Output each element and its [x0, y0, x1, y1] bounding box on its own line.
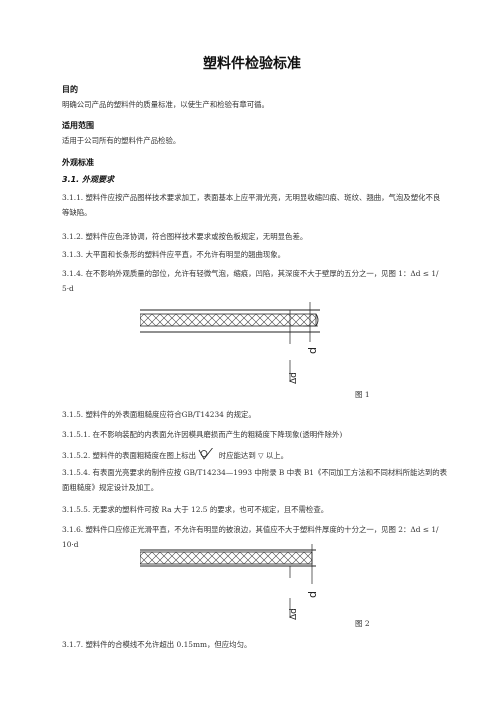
text-scope: 适用于公司所有的塑料件产品检验。: [62, 136, 181, 145]
figure-2-caption: 图 2: [355, 619, 370, 628]
heading-purpose: 目的: [62, 85, 78, 94]
clause-3-1-5-2-part-c: 以上。: [265, 451, 289, 460]
clause-3-1-2: 3.1.2. 塑料件应色泽协调，符合图样技术要求或按色板规定，无明显色差。: [62, 232, 308, 241]
figure-1-label-delta-d: Δd: [289, 372, 299, 384]
document-title: 塑料件检验标准: [203, 56, 301, 72]
text-purpose: 明确公司产品的塑料件的质量标准，以使生产和检验有章可循。: [62, 100, 269, 109]
subheading-3-1: 3.1. 外观要求: [62, 175, 114, 184]
figure-1-diagram: d Δd: [140, 302, 320, 384]
roughness-symbol-icon: [199, 445, 215, 460]
clause-3-1-5-2-part-a: 3.1.5.2. 塑料件的表面粗糙度在图上标出: [62, 451, 197, 460]
clause-3-1-5-2: 3.1.5.2. 塑料件的表面粗糙度在图上标出 时应能达到 ▽ 以上。: [62, 445, 447, 461]
clause-3-1-3: 3.1.3. 大平面和长条形的塑料件应平直，不允许有明显的翘曲现象。: [62, 250, 286, 259]
figure-1-label-d: d: [306, 347, 319, 354]
figure-2-diagram: d Δd: [140, 544, 319, 620]
clause-3-1-5-5: 3.1.5.5. 无要求的塑料件可按 Ra 大于 12.5 的要求，也可不规定，…: [62, 505, 329, 514]
clause-3-1-6: 3.1.6. 塑料件口应修正光滑平直，不允许有明显的披浪边，其值应不大于塑料件厚…: [62, 525, 439, 549]
clause-3-1-7: 3.1.7. 塑料件的合模线不允许超出 0.15mm，但应均匀。: [62, 640, 252, 649]
clause-3-1-5-1: 3.1.5.1. 在不影响装配的内表面允许因模具磨损而产生的粗糙度下降现象(透明…: [62, 430, 343, 439]
figure-2-label-d: d: [306, 591, 319, 598]
clause-3-1-5-2-part-b: 时应能达到: [218, 451, 256, 460]
heading-scope: 适用范围: [62, 121, 94, 130]
roughness-grade-icon: ▽: [258, 452, 264, 460]
figure-1-caption: 图 1: [355, 390, 370, 399]
clause-3-1-4: 3.1.4. 在不影响外观质量的部位，允许有轻微气泡，缩痕，凹陷，其深度不大于壁…: [62, 269, 439, 293]
clause-3-1-5-4: 3.1.5.4. 有表面光亮要求的制件应按 GB/T14234—1993 中附录…: [62, 468, 448, 492]
clause-3-1-5: 3.1.5. 塑料件的外表面粗糙度应符合GB/T14234 的规定。: [62, 410, 256, 419]
clause-3-1-1: 3.1.1. 塑料件应按产品图样技术要求加工，表面基本上应平滑光亮，无明显收缩凹…: [62, 193, 441, 217]
figure-2-label-delta-d: Δd: [289, 608, 299, 620]
heading-appearance: 外观标准: [62, 158, 94, 167]
